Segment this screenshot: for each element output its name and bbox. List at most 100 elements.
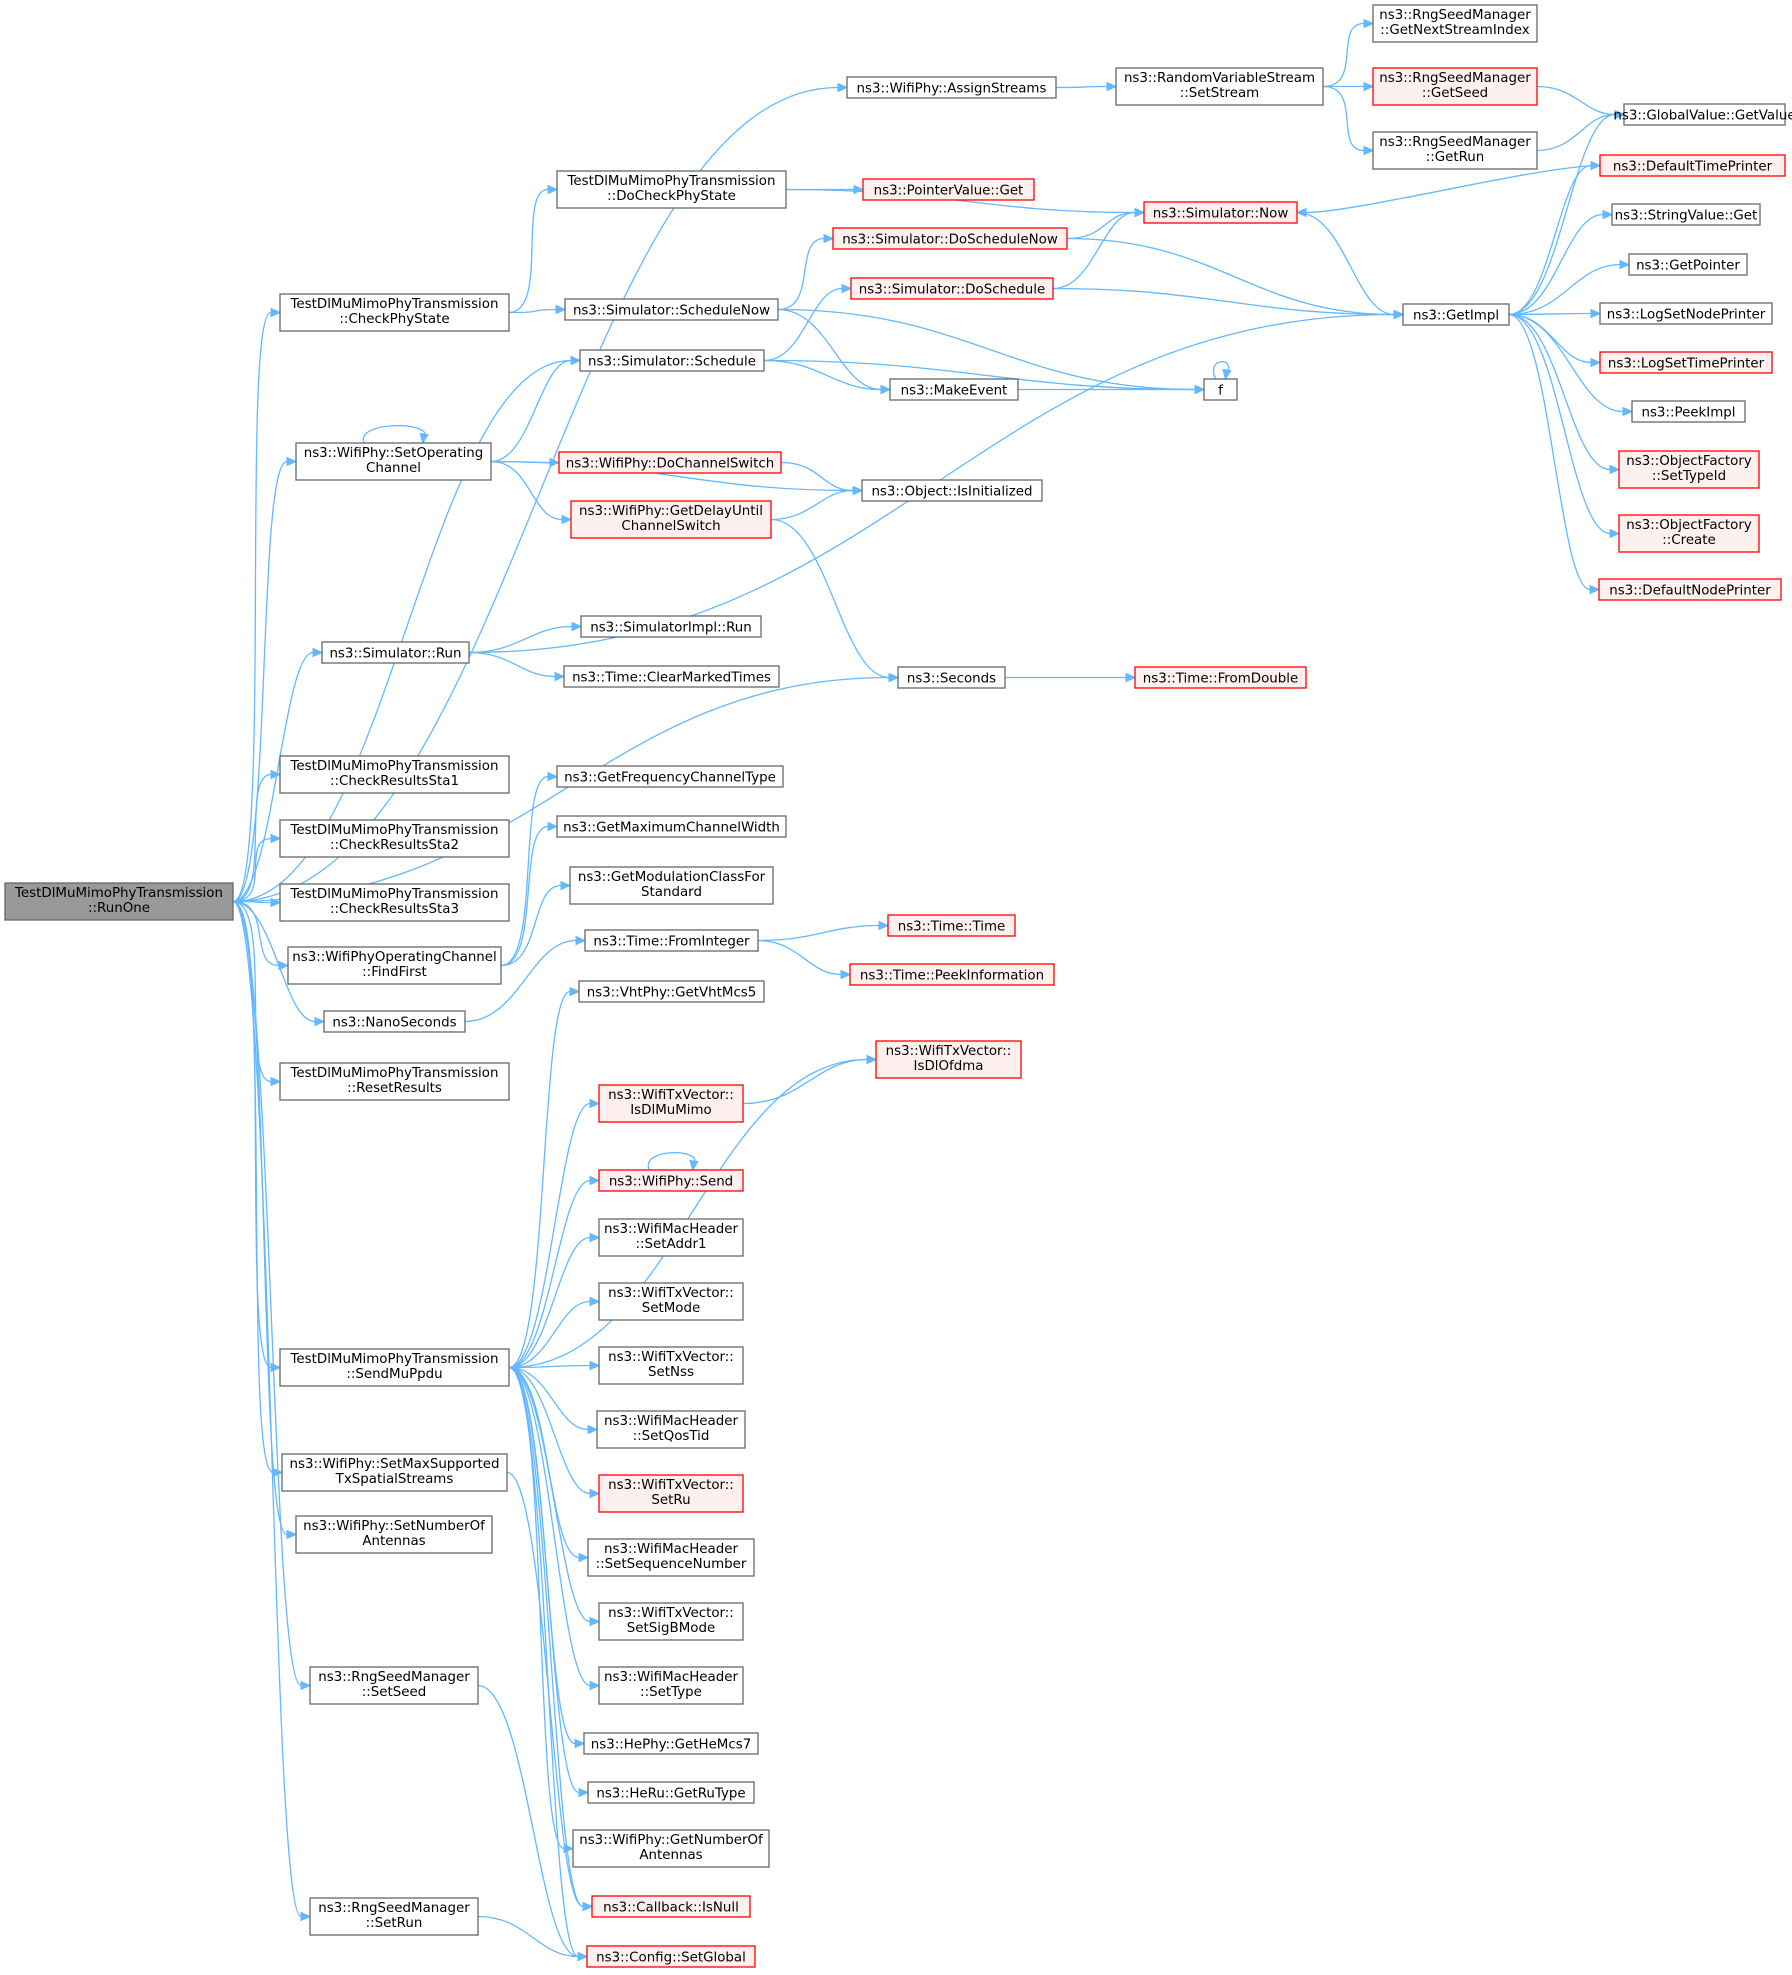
node-simImplRun[interactable]: ns3::SimulatorImpl::Run xyxy=(580,615,762,638)
node-assignStreams[interactable]: ns3::WifiPhy::AssignStreams xyxy=(846,76,1057,99)
node-rngGetSeed[interactable]: ns3::RngSeedManager::GetSeed xyxy=(1372,67,1538,106)
edge-line xyxy=(232,773,272,903)
node-simRun[interactable]: ns3::Simulator::Run xyxy=(321,641,470,664)
node-label: ::SetSeed xyxy=(362,1685,427,1700)
edge-line xyxy=(508,1364,591,1369)
edge-arrow xyxy=(1609,528,1621,539)
node-f[interactable]: f xyxy=(1203,378,1238,401)
node-getHeMcs7[interactable]: ns3::HePhy::GetHeMcs7 xyxy=(583,1732,759,1755)
edge-line xyxy=(508,1300,591,1369)
node-getPointer[interactable]: ns3::GetPointer xyxy=(1628,253,1748,276)
node-seconds[interactable]: ns3::Seconds xyxy=(897,666,1006,689)
node-setType[interactable]: ns3::WifiMacHeader::SetType xyxy=(598,1666,744,1705)
node-getFreqChannelType[interactable]: ns3::GetFrequencyChannelType xyxy=(556,765,784,788)
node-checkResultsSta3[interactable]: TestDlMuMimoPhyTransmission::CheckResult… xyxy=(279,883,510,922)
node-makeEvent[interactable]: ns3::MakeEvent xyxy=(889,378,1019,401)
edge-arrow xyxy=(880,384,892,395)
node-getVhtMcs5[interactable]: ns3::VhtPhy::GetVhtMcs5 xyxy=(578,980,765,1003)
edge-arrow xyxy=(578,1787,590,1798)
node-rvsSetStream[interactable]: ns3::RandomVariableStream::SetStream xyxy=(1115,67,1324,106)
node-doSchedule[interactable]: ns3::Simulator::DoSchedule xyxy=(850,277,1054,300)
node-resetResults[interactable]: TestDlMuMimoPhyTransmission::ResetResult… xyxy=(279,1062,510,1101)
node-ofSetTypeId[interactable]: ns3::ObjectFactory::SetTypeId xyxy=(1618,450,1760,489)
node-setMode[interactable]: ns3::WifiTxVector::SetMode xyxy=(598,1282,744,1321)
node-checkResultsSta2[interactable]: TestDlMuMimoPhyTransmission::CheckResult… xyxy=(279,819,510,858)
node-checkResultsSta1[interactable]: TestDlMuMimoPhyTransmission::CheckResult… xyxy=(279,755,510,794)
edge-arrow xyxy=(1363,81,1375,92)
node-label: ns3::ObjectFactory xyxy=(1626,454,1752,469)
node-peekImpl[interactable]: ns3::PeekImpl xyxy=(1631,400,1746,423)
node-box xyxy=(1631,400,1746,423)
node-fromDouble[interactable]: ns3::Time::FromDouble xyxy=(1134,666,1307,689)
node-setSeqNum[interactable]: ns3::WifiMacHeader::SetSequenceNumber xyxy=(587,1538,755,1577)
node-label: ::GetNextStreamIndex xyxy=(1380,23,1529,38)
node-setAddr1[interactable]: ns3::WifiMacHeader::SetAddr1 xyxy=(598,1218,744,1257)
node-pointerValueGet[interactable]: ns3::PointerValue::Get xyxy=(862,178,1035,201)
node-sendMuPpdu[interactable]: TestDlMuMimoPhyTransmission::SendMuPpdu xyxy=(279,1348,510,1387)
node-doCheckPhyState[interactable]: TestDlMuMimoPhyTransmission::DoCheckPhyS… xyxy=(556,170,787,209)
node-box xyxy=(563,665,780,688)
node-rngGetRun[interactable]: ns3::RngSeedManager::GetRun xyxy=(1372,131,1538,170)
node-logSetNodePrinter[interactable]: ns3::LogSetNodePrinter xyxy=(1599,302,1773,325)
node-findFirst[interactable]: ns3::WifiPhyOperatingChannel::FindFirst xyxy=(287,946,502,985)
node-box xyxy=(889,378,1019,401)
node-checkPhyState[interactable]: TestDlMuMimoPhyTransmission::CheckPhySta… xyxy=(279,293,510,332)
node-wifiPhySend[interactable]: ns3::WifiPhy::Send xyxy=(598,1169,744,1192)
node-getImpl[interactable]: ns3::GetImpl xyxy=(1402,303,1510,326)
node-timeTime[interactable]: ns3::Time::Time xyxy=(887,914,1016,937)
node-label: TestDlMuMimoPhyTransmission xyxy=(290,887,499,902)
node-rngSetRun[interactable]: ns3::RngSeedManager::SetRun xyxy=(309,1897,479,1936)
node-isInitialized[interactable]: ns3::Object::IsInitialized xyxy=(861,479,1043,502)
node-defaultTimePrinter[interactable]: ns3::DefaultTimePrinter xyxy=(1599,154,1786,177)
node-defaultNodePrinter[interactable]: ns3::DefaultNodePrinter xyxy=(1598,578,1782,601)
node-label: ns3::Simulator::Now xyxy=(1153,207,1289,222)
node-setRu[interactable]: ns3::WifiTxVector::SetRu xyxy=(598,1474,744,1513)
node-doChannelSwitch[interactable]: ns3::WifiPhy::DoChannelSwitch xyxy=(558,451,782,474)
node-getRuType[interactable]: ns3::HeRu::GetRuType xyxy=(587,1781,755,1804)
node-box xyxy=(321,641,470,664)
edge-arrow xyxy=(300,1680,312,1691)
edge-arrow xyxy=(589,1488,601,1499)
edge-sendMuPpdu-to-setRu xyxy=(508,1366,601,1499)
node-ofCreate[interactable]: ns3::ObjectFactory::Create xyxy=(1618,514,1760,553)
edge-line xyxy=(508,1366,591,1495)
edge-arrow xyxy=(570,355,582,366)
node-doScheduleNow[interactable]: ns3::Simulator::DoScheduleNow xyxy=(832,227,1068,250)
edge-arrow xyxy=(1589,584,1601,595)
edge-line xyxy=(1508,113,1616,316)
node-logSetTimePrinter[interactable]: ns3::LogSetTimePrinter xyxy=(1599,351,1773,374)
node-label: ::ResetResults xyxy=(347,1081,442,1096)
node-scheduleNow[interactable]: ns3::Simulator::ScheduleNow xyxy=(564,298,779,321)
node-isDlOfdma[interactable]: ns3::WifiTxVector::IsDlOfdma xyxy=(875,1040,1022,1079)
node-clearMarkedTimes[interactable]: ns3::Time::ClearMarkedTimes xyxy=(563,665,780,688)
node-box xyxy=(850,277,1054,300)
node-isDlMuMimo[interactable]: ns3::WifiTxVector::IsDlMuMimo xyxy=(598,1084,744,1123)
node-nanoSeconds[interactable]: ns3::NanoSeconds xyxy=(323,1010,466,1033)
node-box xyxy=(1115,67,1324,106)
node-peekInformation[interactable]: ns3::Time::PeekInformation xyxy=(849,963,1055,986)
node-simNow[interactable]: ns3::Simulator::Now xyxy=(1143,201,1298,224)
node-setQosTid[interactable]: ns3::WifiMacHeader::SetQosTid xyxy=(596,1410,746,1449)
edge-arrow xyxy=(1590,160,1602,171)
node-schedule[interactable]: ns3::Simulator::Schedule xyxy=(579,349,765,372)
node-rngNextStream[interactable]: ns3::RngSeedManager::GetNextStreamIndex xyxy=(1372,4,1538,43)
node-setSigBMode[interactable]: ns3::WifiTxVector::SetSigBMode xyxy=(598,1602,744,1641)
edge-arrow xyxy=(689,1159,699,1172)
node-configSetGlobal[interactable]: ns3::Config::SetGlobal xyxy=(586,1945,756,1968)
node-getMaxChannelWidth[interactable]: ns3::GetMaximumChannelWidth xyxy=(556,815,787,838)
node-setNss[interactable]: ns3::WifiTxVector::SetNss xyxy=(598,1346,744,1385)
node-box xyxy=(4,882,234,921)
node-callbackIsNull[interactable]: ns3::Callback::IsNull xyxy=(591,1895,751,1918)
edge-line xyxy=(508,308,557,314)
node-stringValueGet[interactable]: ns3::StringValue::Get xyxy=(1611,203,1761,226)
node-rngSetSeed[interactable]: ns3::RngSeedManager::SetSeed xyxy=(309,1666,479,1705)
node-globalGetValue[interactable]: ns3::GlobalValue::GetValue xyxy=(1613,103,1792,126)
node-root[interactable]: TestDlMuMimoPhyTransmission::RunOne xyxy=(4,882,234,921)
node-setMaxSpatial[interactable]: ns3::WifiPhy::SetMaxSupportedTxSpatialSt… xyxy=(281,1453,508,1492)
node-fromInteger[interactable]: ns3::Time::FromInteger xyxy=(584,929,759,952)
